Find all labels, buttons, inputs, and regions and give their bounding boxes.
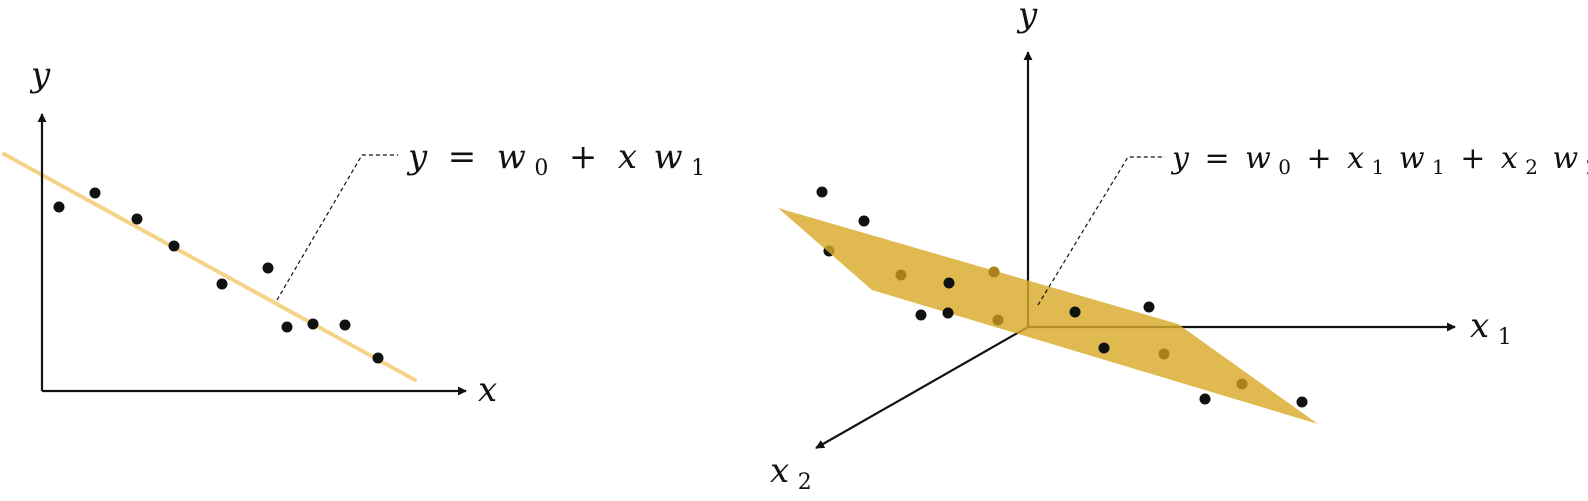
left-x-axis-label: x — [478, 370, 497, 410]
data-point — [281, 321, 293, 333]
data-point — [1236, 378, 1248, 390]
regression-plane — [778, 208, 1318, 424]
data-point — [216, 278, 228, 290]
right-points-on-plane — [895, 266, 1248, 390]
right-y-axis-label: y — [1016, 0, 1038, 35]
left-y-axis-label: y — [29, 55, 51, 95]
left-equation: y = w 0 + x w 1 — [406, 137, 705, 183]
data-point — [131, 213, 143, 225]
data-point — [915, 309, 927, 321]
data-point — [988, 266, 1000, 278]
data-point — [1296, 396, 1308, 408]
right-panel: y x 1 x 2 y = w 0 + x 1 w 1 + x 2 w 2 — [770, 0, 1588, 495]
data-point — [168, 240, 180, 252]
data-point — [1143, 301, 1155, 313]
data-point — [1098, 342, 1110, 354]
data-point — [262, 262, 274, 274]
right-x2-axis-label: x 2 — [770, 451, 812, 495]
right-x1-axis-label: x 1 — [1470, 306, 1512, 350]
left-equation-leader — [276, 154, 398, 301]
data-point — [1199, 393, 1211, 405]
data-point — [992, 314, 1004, 326]
data-point — [89, 187, 101, 199]
data-point — [816, 186, 828, 198]
data-point — [372, 352, 384, 364]
right-points-front — [915, 277, 1110, 354]
right-equation-leader — [1037, 156, 1165, 306]
data-point — [1158, 348, 1170, 360]
right-equation: y = w 0 + x 1 w 1 + x 2 w 2 — [1170, 141, 1588, 181]
left-panel: y x y = w 0 + x w 1 — [2, 55, 705, 410]
data-point — [943, 277, 955, 289]
data-point — [942, 307, 954, 319]
data-point — [307, 318, 319, 330]
data-point — [895, 269, 907, 281]
fit-line — [2, 152, 417, 382]
data-point — [858, 215, 870, 227]
left-data-points — [53, 187, 384, 364]
right-x2-axis — [815, 326, 1029, 449]
data-point — [339, 319, 351, 331]
data-point — [53, 201, 65, 213]
data-point — [1069, 306, 1081, 318]
